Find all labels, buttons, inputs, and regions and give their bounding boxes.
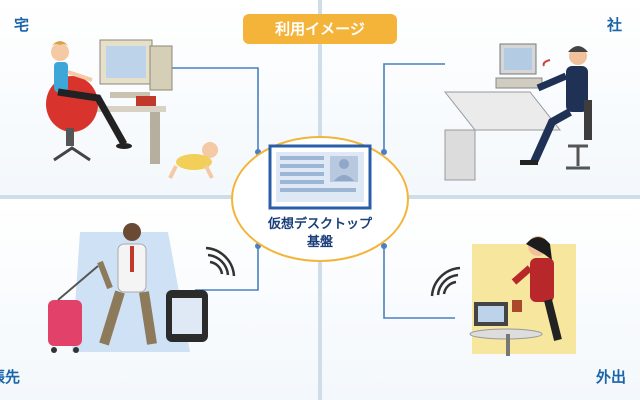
cafe-worker-illustration [430,236,576,356]
office-worker-illustration [443,43,592,181]
connector-outside [383,246,455,319]
virtual-desktop-screen-icon [268,144,372,210]
outside-label: 外出 [596,368,627,386]
title-badge: 利用イメージ [243,14,397,44]
office-label: 社 [606,16,622,34]
traveler-illustration [48,223,236,353]
home-worker-illustration [46,39,218,179]
business-trip-label: 張先 [0,368,21,386]
connector-home [165,67,259,152]
connector-office [383,63,445,152]
center-label-line2: 基盤 [306,235,333,250]
center-label: 仮想デスクトップ 基盤 [238,216,402,252]
connector-lines [165,63,455,319]
connector-trip [195,246,259,291]
home-label: 宅 [14,16,30,34]
center-label-line1: 仮想デスクトップ [267,217,372,232]
